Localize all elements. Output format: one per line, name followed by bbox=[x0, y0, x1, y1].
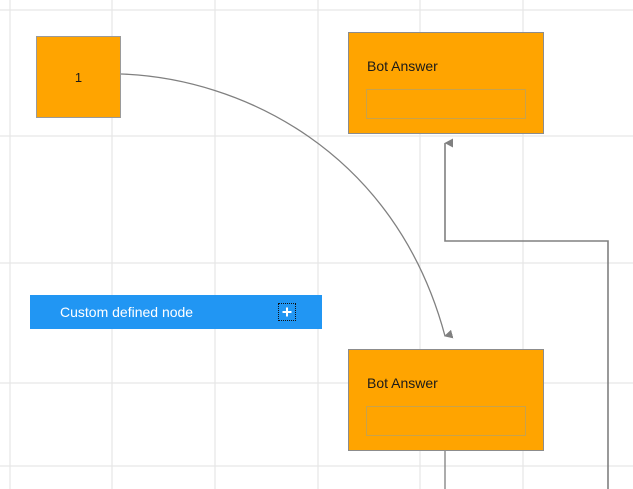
flow-node-1[interactable]: 1 bbox=[36, 36, 121, 118]
plus-icon[interactable] bbox=[278, 303, 296, 321]
bot-answer-bottom-slot[interactable] bbox=[366, 406, 526, 436]
flow-node-1-label: 1 bbox=[74, 69, 83, 85]
bot-answer-top-title: Bot Answer bbox=[367, 58, 438, 74]
custom-defined-node-bar[interactable]: Custom defined node bbox=[30, 295, 322, 329]
flow-node-bot-answer-top[interactable]: Bot Answer bbox=[348, 32, 544, 134]
custom-defined-node-label: Custom defined node bbox=[60, 304, 194, 320]
bot-answer-top-slot[interactable] bbox=[366, 89, 526, 119]
flow-node-bot-answer-bottom[interactable]: Bot Answer bbox=[348, 349, 544, 451]
bot-answer-bottom-title: Bot Answer bbox=[367, 375, 438, 391]
